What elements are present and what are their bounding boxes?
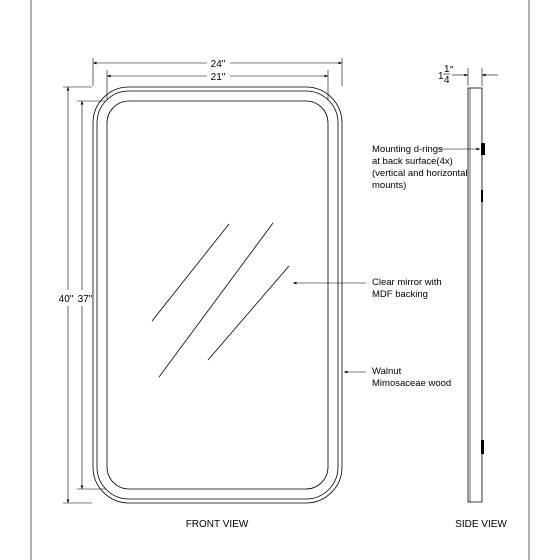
dimension-inner-height: 37" <box>77 100 106 490</box>
mirror-reflection-lines <box>151 222 290 378</box>
depth-whole: 1 <box>438 71 444 82</box>
mounting-line-2: at back surface(4x) <box>372 156 453 167</box>
d-ring-lower <box>481 440 484 454</box>
callout-frame: Walnut Mimosaceae wood <box>344 366 451 389</box>
outer-width-label: 24" <box>211 59 226 70</box>
frame-line-2: Mimosaceae wood <box>372 378 451 389</box>
dimension-outer-width: 24" <box>92 58 343 86</box>
mirror-line-1: Clear mirror with <box>372 277 442 288</box>
dimension-inner-width: 21" <box>106 70 329 100</box>
outer-height-label: 40" <box>59 294 74 305</box>
frame-line-1: Walnut <box>372 366 402 377</box>
d-ring-upper <box>481 190 483 202</box>
callout-mirror: Clear mirror with MDF backing <box>293 277 442 300</box>
mounting-line-3: (vertical and horizontal <box>372 168 468 179</box>
side-profile <box>467 87 483 503</box>
d-ring-top <box>481 143 485 155</box>
inner-width-label: 21" <box>211 72 226 83</box>
front-view-label: FRONT VIEW <box>186 519 249 530</box>
depth-unit: " <box>450 65 454 76</box>
mounting-line-4: mounts) <box>372 180 406 191</box>
inner-height-label: 37" <box>78 294 93 305</box>
mirror-line-2: MDF backing <box>372 289 428 300</box>
side-view: 1 1 4 " SIDE VIEW <box>438 64 507 530</box>
depth-denominator: 4 <box>444 75 450 86</box>
callout-mounting: Mounting d-rings at back surface(4x) (ve… <box>372 144 480 191</box>
side-view-label: SIDE VIEW <box>455 519 507 530</box>
dimension-depth: 1 1 4 " <box>438 64 498 86</box>
mounting-line-1: Mounting d-rings <box>372 144 443 155</box>
front-view: 24" 21" 40" 37" FRONT VIEW <box>59 58 343 530</box>
dimension-outer-height: 40" <box>59 86 92 504</box>
frame-outer-outline <box>92 86 343 504</box>
depth-numerator: 1 <box>444 64 450 75</box>
frame-outer-inner-line <box>96 90 339 500</box>
mirror-outline <box>106 100 329 490</box>
